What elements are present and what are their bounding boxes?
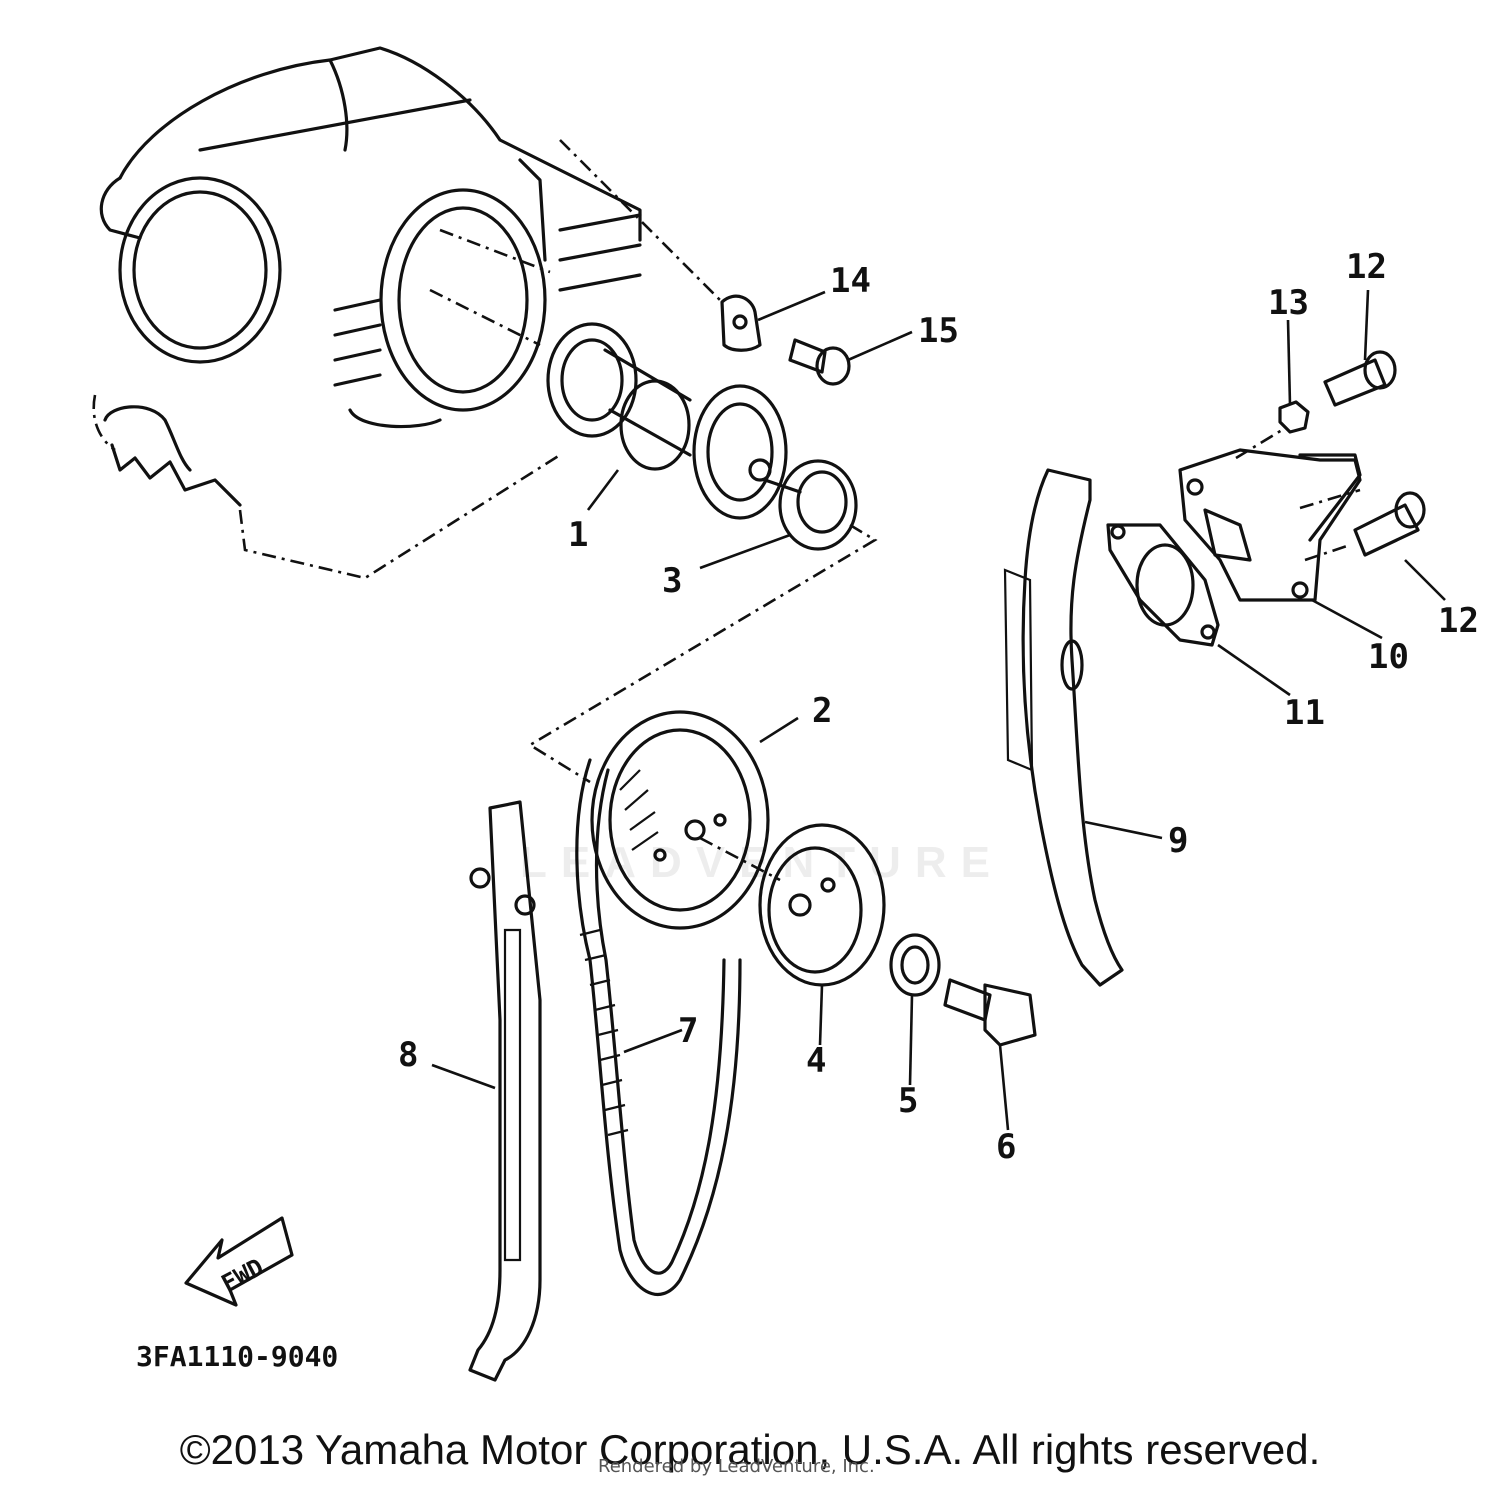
callout-10: 10 [1368, 637, 1409, 677]
callout-6: 6 [996, 1127, 1016, 1167]
callout-1: 1 [568, 515, 588, 555]
callout-2: 2 [812, 691, 832, 731]
callout-8: 8 [398, 1035, 418, 1075]
guide-stopper-14 [720, 294, 762, 352]
callout-9: 9 [1168, 821, 1188, 861]
gasket-11 [1106, 523, 1220, 647]
fwd-label: FWD [217, 1253, 268, 1298]
callout-12-lower: 12 [1438, 601, 1479, 641]
bolt-6 [943, 978, 1037, 1047]
rendered-by-credit: Rendered by LeadVenture, Inc. [598, 1456, 875, 1477]
washer-3 [778, 459, 858, 551]
timing-chain-7 [575, 758, 742, 1296]
callout-5: 5 [898, 1081, 918, 1121]
watermark-text: LEADVENTURE [520, 838, 1005, 887]
callout-7: 7 [678, 1011, 698, 1051]
forward-arrow-icon: FWD [184, 1216, 294, 1307]
nut-13 [1278, 400, 1310, 434]
callout-14: 14 [830, 261, 871, 301]
cam-chain-tensioner-10 [1178, 448, 1362, 602]
leader-lines [431, 289, 1446, 1131]
copyright-notice: ©2013 Yamaha Motor Corporation, U.S.A. A… [179, 1426, 1321, 1473]
bolt-12-upper [1323, 350, 1397, 407]
callout-13: 13 [1268, 283, 1309, 323]
callout-12-upper: 12 [1346, 247, 1387, 287]
chain-guide-9 [1003, 468, 1124, 987]
assembly-reference-lines [429, 139, 1361, 882]
bolt-15 [788, 338, 851, 386]
callout-labels: 1 2 3 4 5 6 7 8 9 10 11 12 12 13 14 15 [398, 247, 1479, 1167]
cam-sprocket-2 [590, 710, 770, 930]
washer-5 [889, 933, 941, 997]
bolt-12-lower [1353, 491, 1426, 557]
callout-4: 4 [806, 1041, 826, 1081]
callout-3: 3 [662, 561, 682, 601]
camshaft [546, 322, 802, 520]
chain-guide-8 [468, 800, 542, 1382]
callout-15: 15 [918, 311, 959, 351]
cylinder-head-assembly [92, 46, 642, 580]
callout-11: 11 [1284, 693, 1325, 733]
drawing-code: 3FA1110-9040 [136, 1340, 338, 1373]
